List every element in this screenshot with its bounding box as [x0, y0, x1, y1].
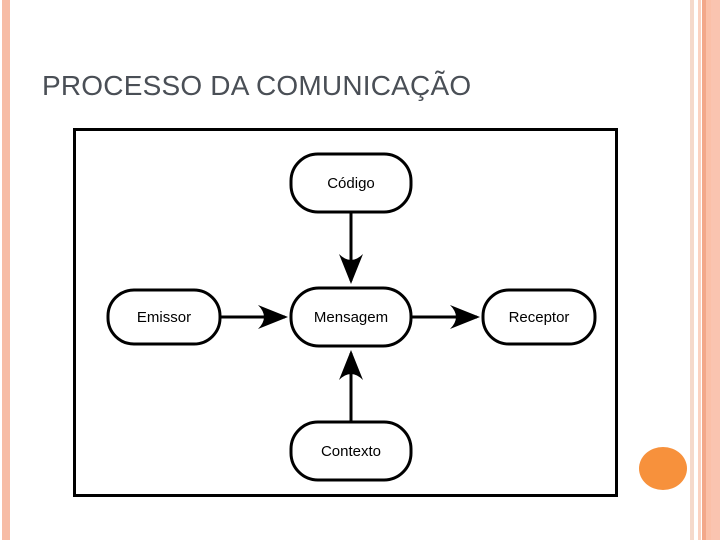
left-salmon-stripe: [2, 0, 10, 540]
right-stripe-4: [706, 0, 711, 540]
node-receptor[interactable]: Receptor: [481, 288, 597, 346]
orange-circle-decoration: [639, 447, 687, 490]
communication-process-diagram: Código Emissor Mensagem Receptor Context…: [73, 128, 618, 497]
diagram-svg: Código Emissor Mensagem Receptor Context…: [106, 152, 597, 482]
node-contexto[interactable]: Contexto: [289, 420, 413, 482]
right-stripe-2: [698, 0, 701, 540]
node-codigo[interactable]: Código: [289, 152, 413, 214]
right-stripe-1: [690, 0, 694, 540]
node-mensagem-label: Mensagem: [314, 309, 388, 326]
page-title: PROCESSO DA COMUNICAÇÃO: [42, 70, 472, 101]
node-emissor-shape[interactable]: [106, 288, 222, 346]
node-codigo-label: Código: [327, 175, 375, 192]
right-stripe-3: [702, 0, 706, 540]
node-receptor-shape[interactable]: [481, 288, 597, 346]
node-codigo-shape[interactable]: [289, 152, 413, 214]
node-contexto-label: Contexto: [321, 443, 381, 460]
node-contexto-shape[interactable]: [289, 420, 413, 482]
node-emissor[interactable]: Emissor: [106, 288, 222, 346]
node-mensagem-shape[interactable]: [289, 286, 413, 348]
node-receptor-label: Receptor: [509, 309, 570, 326]
node-emissor-label: Emissor: [137, 309, 191, 326]
right-stripe-5: [711, 0, 720, 540]
node-mensagem[interactable]: Mensagem: [289, 286, 413, 348]
